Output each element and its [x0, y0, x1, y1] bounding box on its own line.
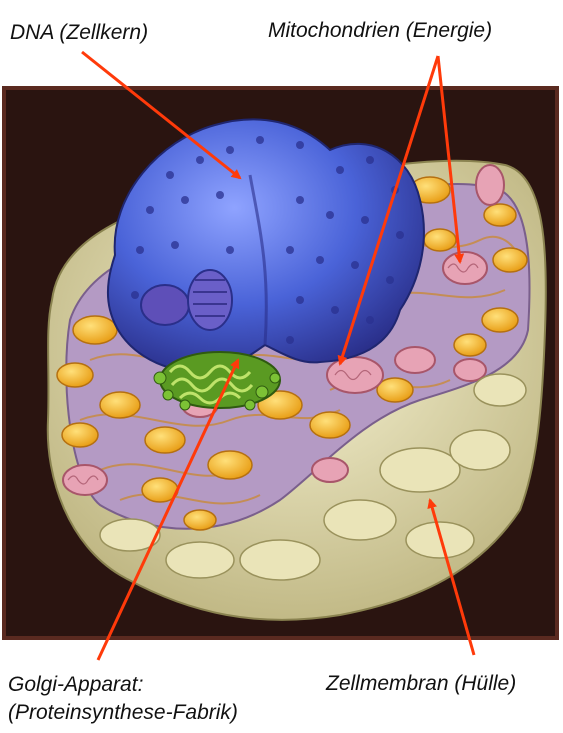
label-membrane: Zellmembran (Hülle): [326, 671, 516, 697]
label-dna: DNA (Zellkern): [10, 20, 148, 46]
label-golgi-title: Golgi-Apparat:: [8, 672, 143, 698]
label-golgi-description: (Proteinsynthese-Fabrik): [8, 700, 238, 726]
label-mitochondria: Mitochondrien (Energie): [268, 18, 492, 44]
nucleolus: [141, 285, 189, 325]
